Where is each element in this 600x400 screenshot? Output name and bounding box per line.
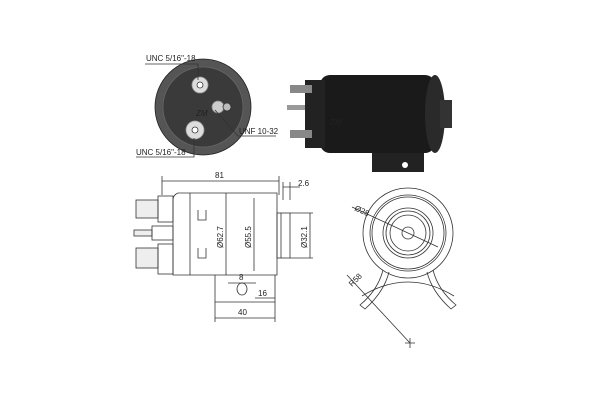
logo-watermark: ZM: [195, 109, 208, 118]
terminal-end-view: ZM: [136, 58, 276, 158]
dim-slot: 8: [239, 273, 244, 282]
dim-radius: R58: [347, 271, 364, 288]
dim-plunger-diameter: Ø32.1: [300, 226, 309, 248]
callout-bottom-terminal: UNC 5/16"-18: [136, 148, 186, 157]
end-view: [346, 187, 457, 348]
dim-inner-diameter: Ø55.5: [244, 226, 253, 248]
dim-end-diameter: Ø28: [353, 204, 371, 219]
dim-flange: 2.6: [298, 179, 310, 188]
solenoid-photo: ZM: [287, 75, 452, 172]
dim-slot-offset: 16: [258, 289, 267, 298]
side-view: [133, 176, 313, 322]
svg-text:ZM: ZM: [329, 118, 342, 127]
callout-small-terminal: UNF 10-32: [239, 127, 279, 136]
dim-length: 81: [215, 171, 224, 180]
dim-body-diameter: Ø62.7: [216, 226, 225, 248]
callout-top-terminal: UNC 5/16"-18: [146, 54, 196, 63]
dim-bracket: 40: [238, 308, 247, 317]
